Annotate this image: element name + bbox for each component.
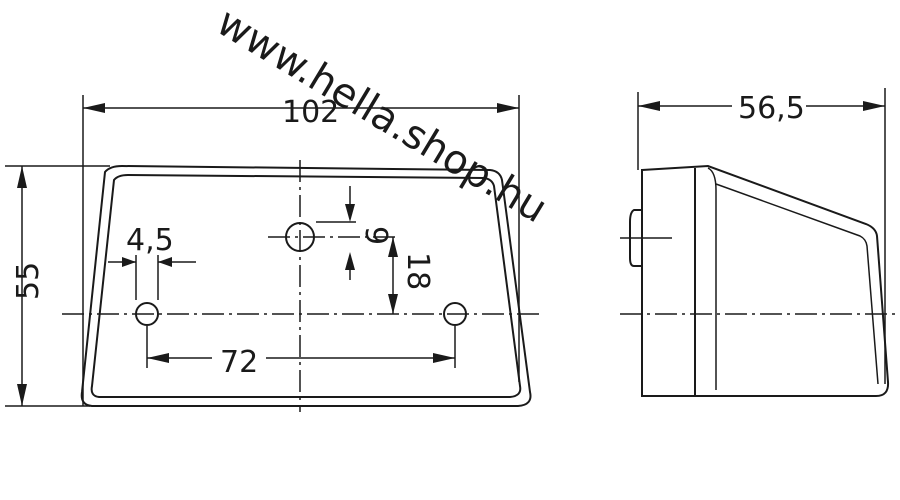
width-arrow-left — [83, 103, 105, 113]
hole-diameter-label: 4,5 — [126, 223, 174, 258]
front-view: 102 55 4,5 72 9 18 — [5, 95, 540, 412]
height-arrow-top — [17, 166, 27, 188]
watermark-text: www.hella.shop.hu — [209, 0, 555, 232]
height-arrow-bottom — [17, 384, 27, 406]
side-view-lens-inner — [715, 183, 879, 385]
top-mounting-hole — [285, 222, 315, 252]
width-arrow-right — [497, 103, 519, 113]
depth-arrow-left — [638, 101, 660, 111]
front-view-inner-outline — [90, 173, 522, 398]
side-view: 56,5 — [620, 88, 898, 397]
left-mounting-hole — [135, 302, 159, 326]
top-hole-height-label: 18 — [400, 252, 435, 290]
right-mounting-hole — [443, 302, 467, 326]
depth-dimension-label: 56,5 — [738, 91, 805, 126]
hole-diameter-arrow-right — [158, 257, 172, 267]
hole-diameter-arrow-left — [122, 257, 136, 267]
top-hole-height-arrow-upper — [388, 237, 398, 257]
front-view-outer-outline — [80, 164, 532, 407]
height-dimension-label: 55 — [11, 262, 46, 300]
side-view-inner-edge — [707, 167, 717, 390]
width-dimension-label: 102 — [282, 95, 339, 130]
top-hole-offset-arrow-lower — [345, 252, 355, 270]
depth-arrow-right — [863, 101, 885, 111]
top-hole-height-arrow-lower — [388, 294, 398, 314]
side-view-body — [641, 164, 890, 397]
top-hole-offset-arrow-upper — [345, 204, 355, 222]
hole-spacing-arrow-left — [147, 353, 169, 363]
top-hole-offset-label: 9 — [358, 226, 393, 245]
hole-spacing-label: 72 — [220, 345, 258, 380]
hole-spacing-arrow-right — [433, 353, 455, 363]
side-view-mounting-stud — [629, 209, 642, 267]
